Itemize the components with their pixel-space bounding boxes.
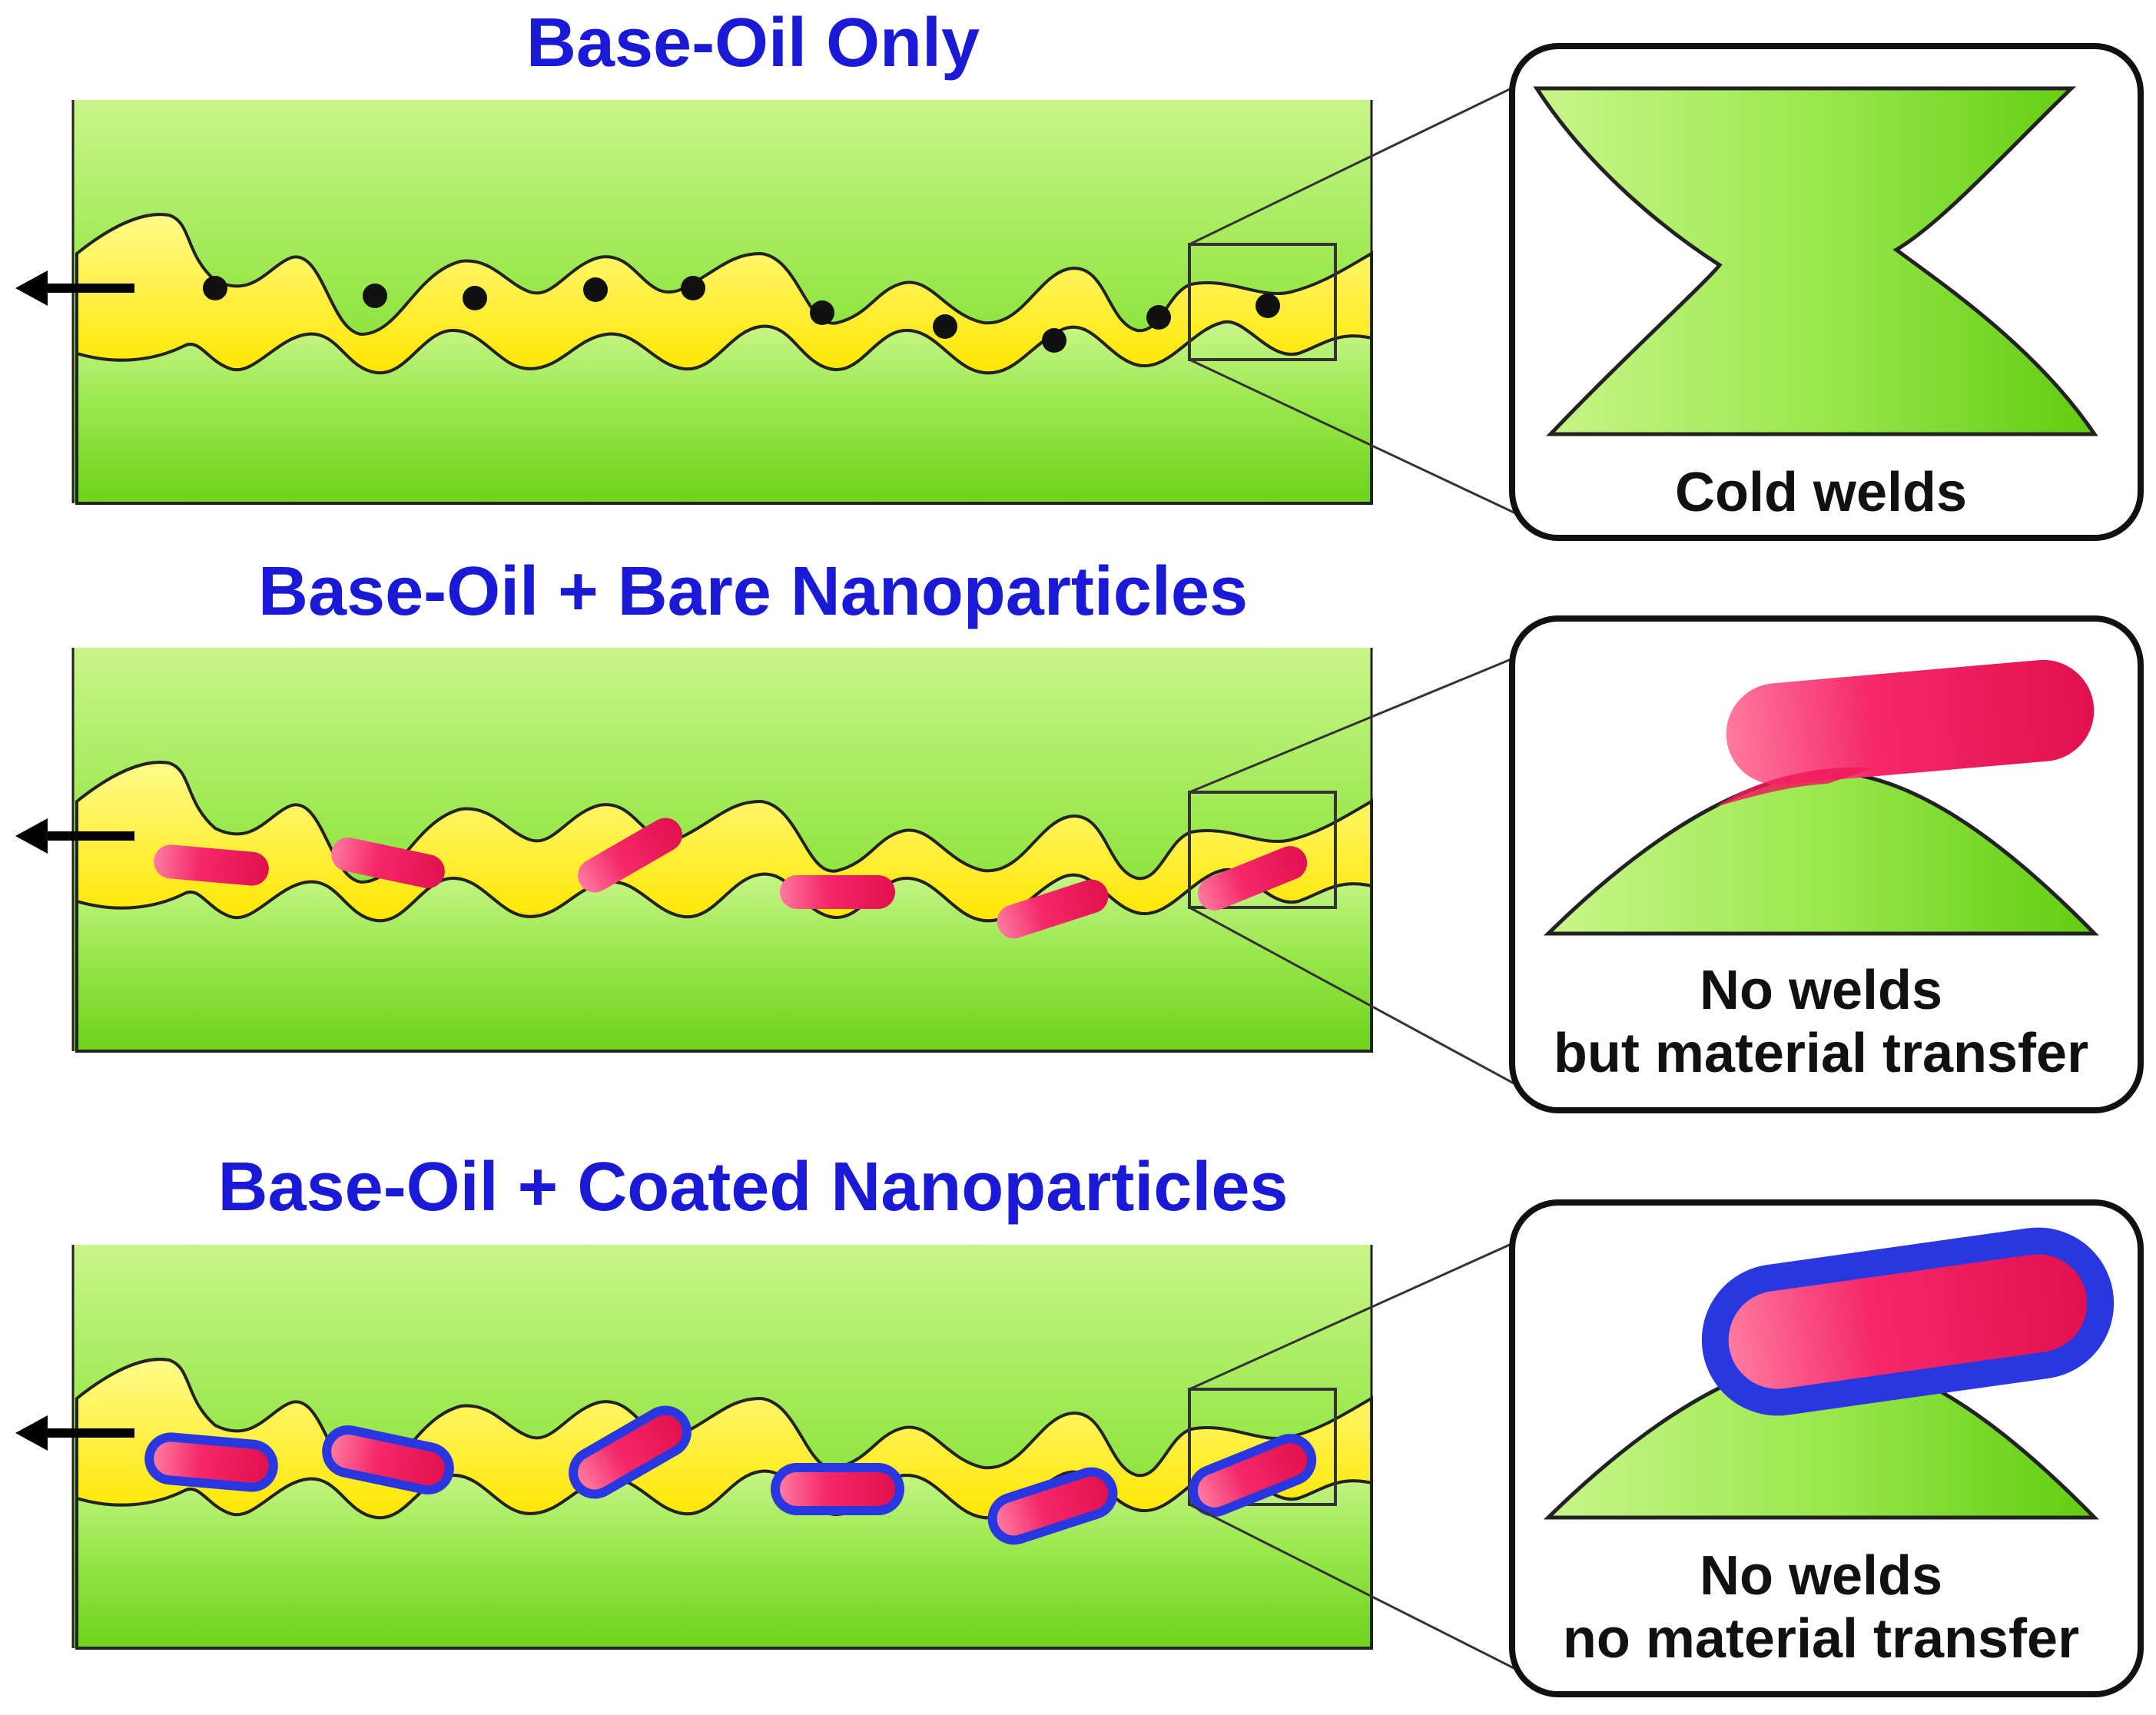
nanoparticle-rod-icon xyxy=(569,1405,692,1499)
caption-line: but material transfer xyxy=(1553,1023,2089,1084)
weld-junction-icon xyxy=(681,276,705,300)
particle-core xyxy=(154,1441,269,1483)
inset-cold-welds xyxy=(1189,43,2144,541)
caption-line: No welds xyxy=(1699,960,1943,1021)
magnifier-box xyxy=(1188,243,1337,361)
caption-bare-particles: No welds but material transfer xyxy=(1529,959,2113,1085)
weld-junction-icon xyxy=(1042,328,1066,353)
zoom-line xyxy=(1189,906,1536,1096)
zoom-line xyxy=(1189,358,1536,524)
panel-bare-nanoparticles xyxy=(15,648,1373,1053)
panel-title-coated-nanoparticles: Base-Oil + Coated Nanoparticles xyxy=(217,1149,1289,1226)
nanoparticle-rod-icon xyxy=(154,844,269,886)
nanoparticle-rod-icon xyxy=(322,1425,454,1495)
nanoparticle-rod-icon xyxy=(578,818,682,893)
zoom-line xyxy=(1189,648,1536,794)
lower-surface xyxy=(75,320,1373,505)
nanoparticle-rod-icon xyxy=(1726,659,2095,785)
nanoparticle-rod-icon xyxy=(987,1467,1118,1545)
particle-core xyxy=(331,837,445,889)
caption-line: Cold welds xyxy=(1674,462,1968,523)
arrow-left-icon xyxy=(15,270,48,306)
panel-title-bare-nanoparticles: Base-Oil + Bare Nanoparticles xyxy=(257,553,1249,630)
panel-coated-nanoparticles xyxy=(15,1245,1373,1650)
transferred-material xyxy=(1716,767,1873,807)
particle-core xyxy=(154,844,269,886)
particle-core xyxy=(780,1472,895,1506)
weld-junction-icon xyxy=(363,284,387,308)
particle-core xyxy=(997,1476,1109,1536)
nanoparticle-rod-icon xyxy=(1188,1434,1317,1517)
particle-core xyxy=(780,875,895,909)
magnifier-box xyxy=(1188,791,1337,909)
welded-asperities xyxy=(1533,86,2098,436)
inset-coated-particle xyxy=(1189,1199,2144,1697)
arrow-left-icon xyxy=(15,1415,48,1451)
zoom-line xyxy=(1189,75,1536,246)
weld-junction-icon xyxy=(810,300,834,325)
nanoparticle-rod-icon xyxy=(1701,1227,2115,1416)
weld-junction-icon xyxy=(203,276,227,300)
weld-junction-icon xyxy=(1146,305,1171,330)
zoom-line xyxy=(1189,1503,1536,1680)
weld-junction-icon xyxy=(1255,294,1280,318)
nanoparticle-rod-icon xyxy=(144,1432,278,1492)
caption-line: No welds xyxy=(1699,1545,1943,1607)
particle-core xyxy=(578,818,682,893)
nanoparticle-rod-icon xyxy=(997,879,1109,939)
particle-core xyxy=(1726,659,2095,785)
caption-cold-welds: Cold welds xyxy=(1529,461,2113,524)
particle-core xyxy=(1728,1254,2088,1389)
caption-line: no material transfer xyxy=(1562,1608,2080,1670)
particle-core xyxy=(1197,1443,1308,1508)
arrow-left-icon xyxy=(15,818,48,854)
nanoparticle-rod-icon xyxy=(780,875,895,909)
particle-core xyxy=(1197,846,1308,911)
inset-bare-particle xyxy=(1189,615,2144,1113)
caption-coated-particles: No welds no material transfer xyxy=(1529,1544,2113,1670)
panel-title-base-oil: Base-Oil Only xyxy=(526,5,980,81)
weld-junction-icon xyxy=(933,314,957,339)
nanoparticle-rod-icon xyxy=(331,837,445,889)
weld-junction-icon xyxy=(583,277,608,302)
magnifier-box xyxy=(1188,1388,1337,1506)
nanoparticle-rod-icon xyxy=(771,1463,904,1515)
weld-junction-icon xyxy=(463,286,487,310)
nanoparticle-rod-icon xyxy=(1197,846,1308,911)
panel-base-oil xyxy=(15,100,1373,505)
particle-core xyxy=(578,1415,682,1490)
particle-core xyxy=(997,879,1109,939)
zoom-line xyxy=(1189,1232,1536,1391)
particle-core xyxy=(331,1434,445,1486)
